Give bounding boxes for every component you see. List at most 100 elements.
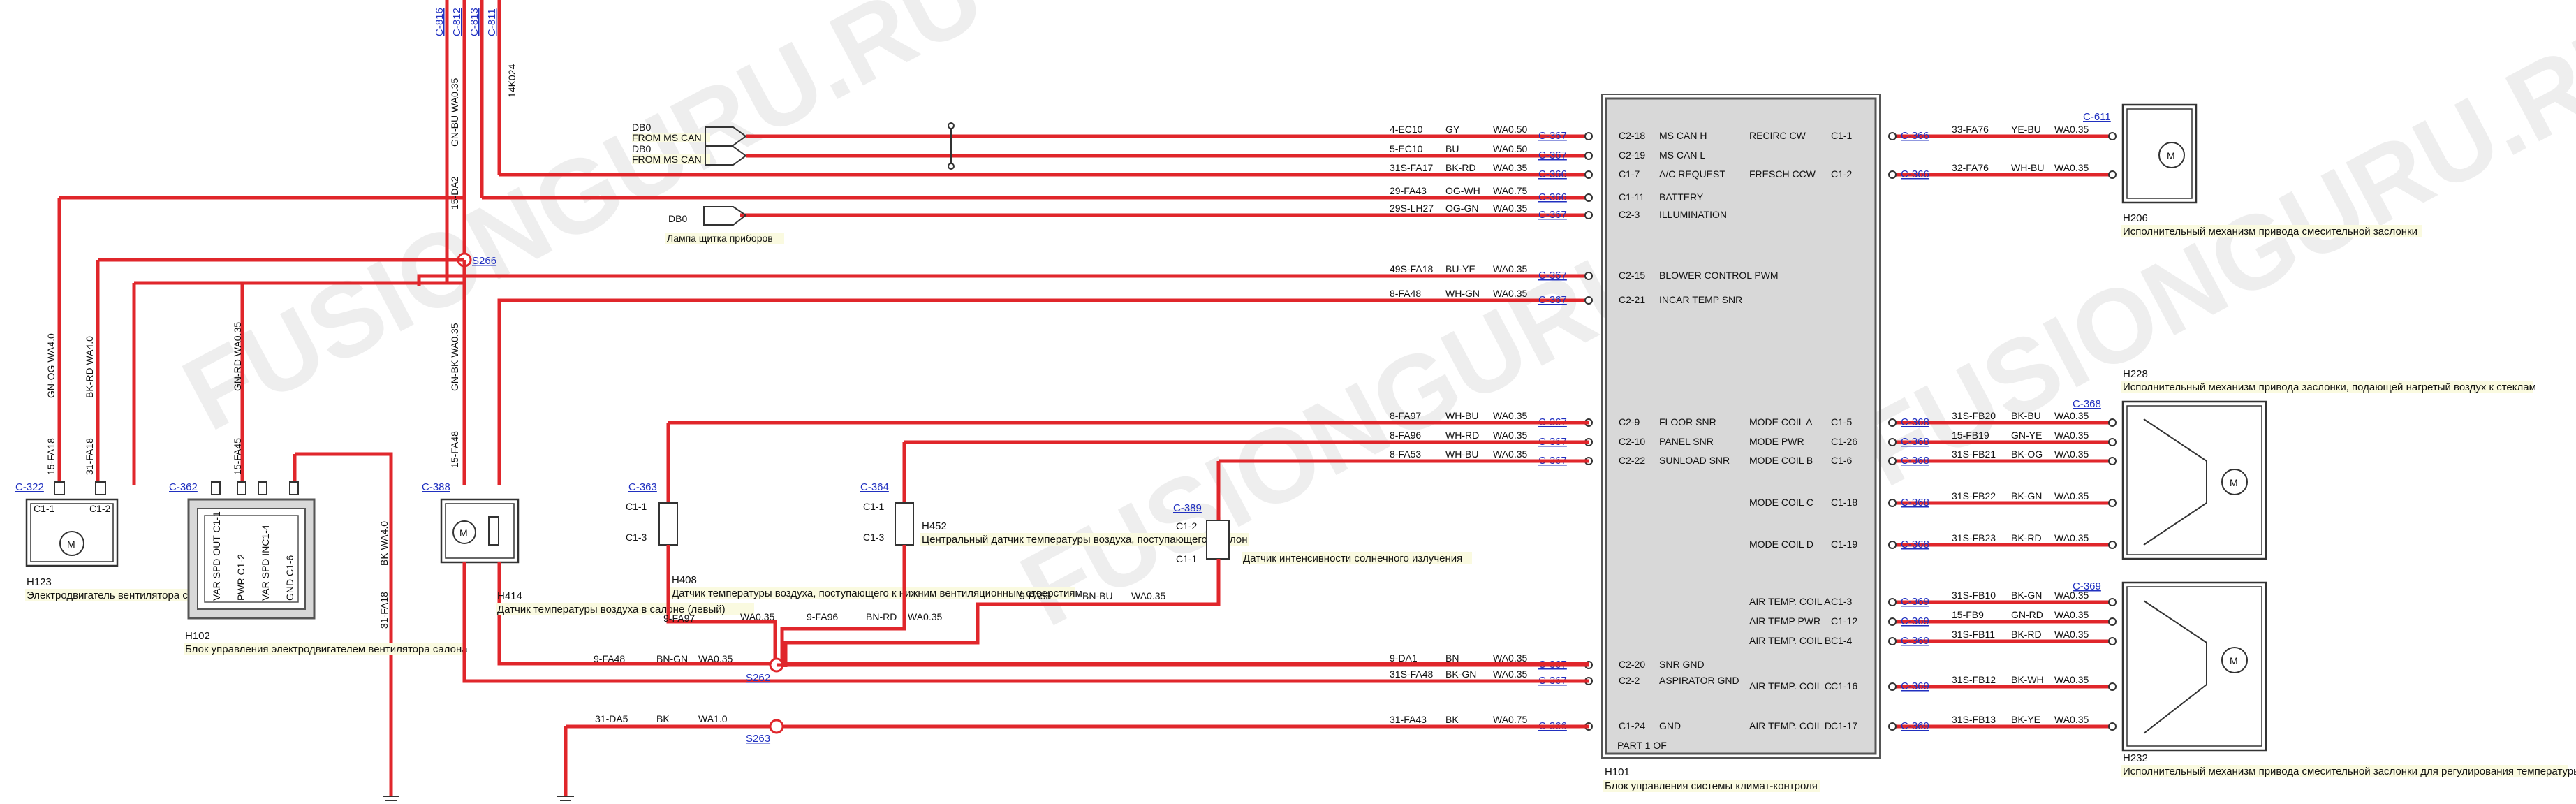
pin-id: C1-2	[1831, 168, 1853, 180]
pin-id: C1-12	[1831, 615, 1857, 627]
h228-actuator: M C-368 H228 Исполнительный механизм при…	[2073, 368, 2536, 560]
h452-sensor: C-364 C1-1 C1-3 H452 Центральный датчик …	[780, 440, 1589, 667]
h101-right-terminal	[1888, 499, 1897, 507]
svg-text:C-364: C-364	[860, 481, 889, 493]
wire-id: 31S-FB10	[1952, 590, 1996, 601]
wire-color: BK-GN	[1445, 668, 1476, 680]
svg-text:Исполнительный механизм привод: Исполнительный механизм привода смесител…	[2123, 766, 2576, 777]
svg-text:9-FA48: 9-FA48	[594, 653, 625, 664]
pin-name: AIR TEMP. COIL A	[1749, 596, 1831, 607]
wire-id: 29S-LH27	[1390, 203, 1434, 214]
pin-name: AIR TEMP. COIL B	[1749, 635, 1831, 646]
svg-text:H408: H408	[672, 574, 697, 586]
pin-id: C1-18	[1831, 497, 1857, 508]
svg-text:Исполнительный механизм привод: Исполнительный механизм привода заслонки…	[2123, 381, 2536, 393]
connector-id: C-367	[1538, 294, 1567, 306]
pin-name: MODE COIL A	[1749, 416, 1813, 427]
svg-text:9-FA53: 9-FA53	[1020, 590, 1051, 601]
svg-text:H414: H414	[497, 590, 522, 602]
actuator-terminal	[2108, 617, 2117, 626]
h101-right-terminal	[1888, 637, 1897, 645]
svg-text:14K024: 14K024	[506, 64, 517, 98]
wire-id: 31S-FB13	[1952, 714, 1996, 725]
h101-left-terminal	[1584, 152, 1593, 160]
svg-text:Лампа щитка приборов: Лампа щитка приборов	[667, 233, 773, 244]
pin-id: C1-7	[1619, 168, 1640, 180]
svg-text:DB0: DB0	[632, 143, 651, 154]
h101-right-terminal	[1888, 541, 1897, 549]
top-connectors: C-816 C-812 C-813 C-811 GN-BU WA0.35 14K…	[434, 8, 517, 468]
svg-text:9-FA96: 9-FA96	[807, 611, 838, 622]
svg-text:BN-RD: BN-RD	[866, 611, 897, 622]
wire-color: BK-GN	[2011, 490, 2042, 502]
h101-left-terminal	[1584, 211, 1593, 219]
wire-size: WA0.35	[1493, 288, 1527, 299]
wire-id: 5-EC10	[1390, 143, 1423, 154]
pin-name: INCAR TEMP SNR	[1659, 294, 1742, 305]
h101-right-terminal	[1888, 598, 1897, 606]
actuator-terminal	[2108, 457, 2117, 465]
svg-text:Датчик интенсивности солнечног: Датчик интенсивности солнечного излучени…	[1243, 553, 1462, 564]
wire-size: WA0.35	[2054, 714, 2089, 725]
pin-id: C1-17	[1831, 720, 1857, 731]
wire-id: 4-EC10	[1390, 124, 1423, 135]
svg-text:DB0: DB0	[668, 213, 687, 224]
connector-id: C-366	[1538, 191, 1567, 203]
h101-left-terminal	[1584, 170, 1593, 179]
actuator-terminal	[2108, 170, 2117, 179]
h101-right-terminal	[1888, 418, 1897, 427]
svg-text:C-611: C-611	[2083, 111, 2111, 123]
ground-network: S262 S263 9-FA48 BN-GN WA0.35 9-FA97 WA0…	[557, 590, 1589, 801]
svg-text:C-362: C-362	[169, 481, 198, 493]
svg-text:BN-BU: BN-BU	[1082, 590, 1113, 601]
pin-id: C1-26	[1831, 436, 1857, 447]
h101-left-terminal	[1584, 272, 1593, 280]
wire-id: 31S-FB11	[1952, 629, 1995, 640]
pin-id: C2-22	[1619, 455, 1645, 466]
svg-text:C-368: C-368	[2073, 398, 2101, 410]
svg-text:GND C1-6: GND C1-6	[284, 555, 295, 601]
wire-id: 8-FA97	[1390, 410, 1421, 421]
svg-text:BK WA4.0: BK WA4.0	[378, 521, 390, 566]
pin-name: SUNLOAD SNR	[1659, 455, 1730, 466]
svg-text:FROM MS CAN: FROM MS CAN	[632, 154, 702, 165]
h232-actuator: M C-369 H232 Исполнительный механизм при…	[2073, 580, 2576, 777]
connector-id: C-367	[1538, 209, 1567, 221]
wire-color: WH-BU	[1445, 410, 1478, 421]
svg-text:C1-3: C1-3	[626, 532, 647, 543]
svg-text:WA1.0: WA1.0	[698, 713, 728, 724]
wire-size: WA0.35	[2054, 162, 2089, 173]
svg-text:Центральный датчик температуры: Центральный датчик температуры воздуха, …	[922, 534, 1248, 546]
wire-color: BK-RD	[1445, 162, 1476, 173]
wire-color: GN-RD	[2011, 609, 2043, 620]
svg-text:FROM MS CAN: FROM MS CAN	[632, 132, 702, 143]
wire-color: BU	[1445, 143, 1459, 154]
wire-size: WA0.35	[1493, 652, 1527, 664]
wire-color: GN-YE	[2011, 430, 2042, 441]
wire-color: BU-YE	[1445, 263, 1475, 275]
wire-id: 31S-FA17	[1390, 162, 1433, 173]
pin-name: MS CAN H	[1659, 130, 1707, 141]
h415-sensor: C-389 C1-2 C1-1 H415 Датчик интенсивност…	[783, 459, 1589, 667]
wire-color: BN	[1445, 652, 1459, 664]
actuator-terminal	[2108, 541, 2117, 549]
wire-id: 49S-FA18	[1390, 263, 1433, 275]
wire-size: WA0.50	[1493, 124, 1527, 135]
wire-color: WH-BU	[1445, 448, 1478, 460]
pin-name: MODE COIL B	[1749, 455, 1813, 466]
h101-right-terminal	[1888, 438, 1897, 446]
wire-size: WA0.35	[1493, 668, 1527, 680]
pin-id: C2-20	[1619, 659, 1645, 670]
svg-text:H123: H123	[27, 576, 52, 588]
svg-text:31-FA18: 31-FA18	[378, 592, 390, 629]
wire-id: 31S-FB21	[1952, 448, 1996, 460]
pin-id: C2-18	[1619, 130, 1645, 141]
actuator-terminal	[2108, 682, 2117, 691]
svg-text:15-DA2: 15-DA2	[449, 176, 460, 210]
wire-color: BK-GN	[2011, 590, 2042, 601]
h101-right-terminal	[1888, 457, 1897, 465]
pin-name: BLOWER CONTROL PWM	[1659, 270, 1779, 281]
